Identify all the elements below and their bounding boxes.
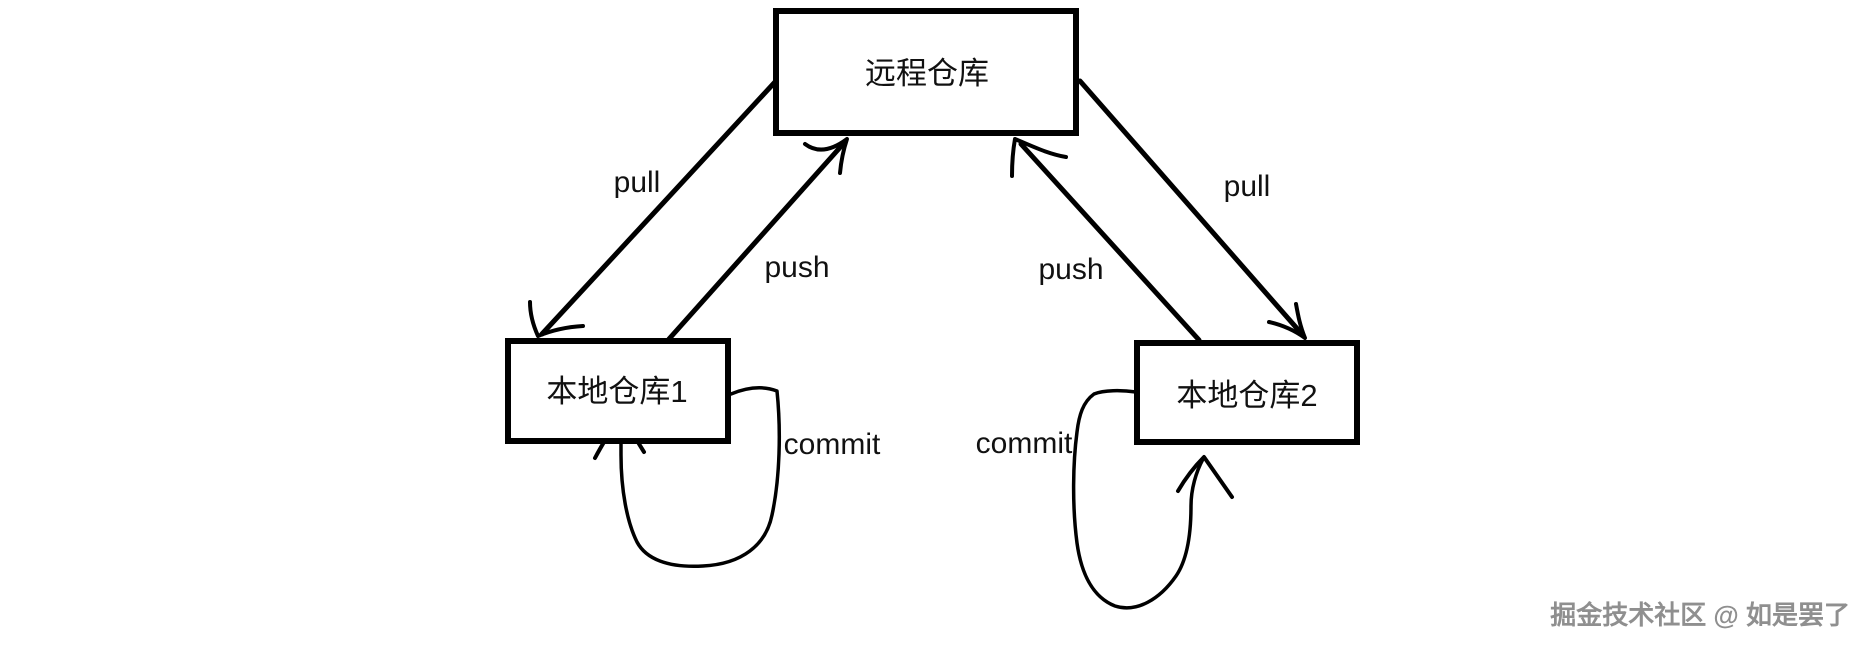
remote-repo-label: 远程仓库	[865, 56, 989, 91]
commit-left-loop-line	[619, 386, 782, 569]
commit-right-loop-line	[1071, 388, 1205, 610]
pull-left-arrowhead-icon	[528, 300, 585, 338]
pull-left-arrow-line	[539, 79, 778, 337]
watermark-text: 掘金技术社区 @ 如是罢了	[1550, 600, 1850, 630]
pull-right-arrow-line	[1077, 78, 1304, 336]
push-right-arrow-line	[1018, 141, 1202, 343]
pull-right-label: pull	[1224, 170, 1271, 203]
pull-left-label: pull	[614, 166, 661, 199]
commit-right-label: commit	[976, 427, 1073, 460]
push-left-label: push	[764, 251, 829, 284]
watermark-emboss-layer: 掘金技术社区 @ 如是罢了	[1552, 602, 1852, 632]
local-repo-2-node	[1134, 340, 1360, 445]
pull-right-arrowhead-icon	[1267, 302, 1307, 340]
commit-left-label: commit	[784, 428, 881, 461]
remote-repo-node	[773, 8, 1079, 136]
push-left-arrow-line	[666, 140, 847, 342]
push-right-label: push	[1038, 253, 1103, 286]
commit-right-arrowhead-icon	[1176, 455, 1234, 499]
local-repo-2-label: 本地仓库2	[1176, 378, 1317, 413]
push-left-arrowhead-icon	[803, 137, 849, 175]
push-right-arrowhead-icon	[1010, 137, 1068, 178]
local-repo-1-label: 本地仓库1	[546, 374, 687, 409]
local-repo-1-node	[505, 338, 731, 444]
